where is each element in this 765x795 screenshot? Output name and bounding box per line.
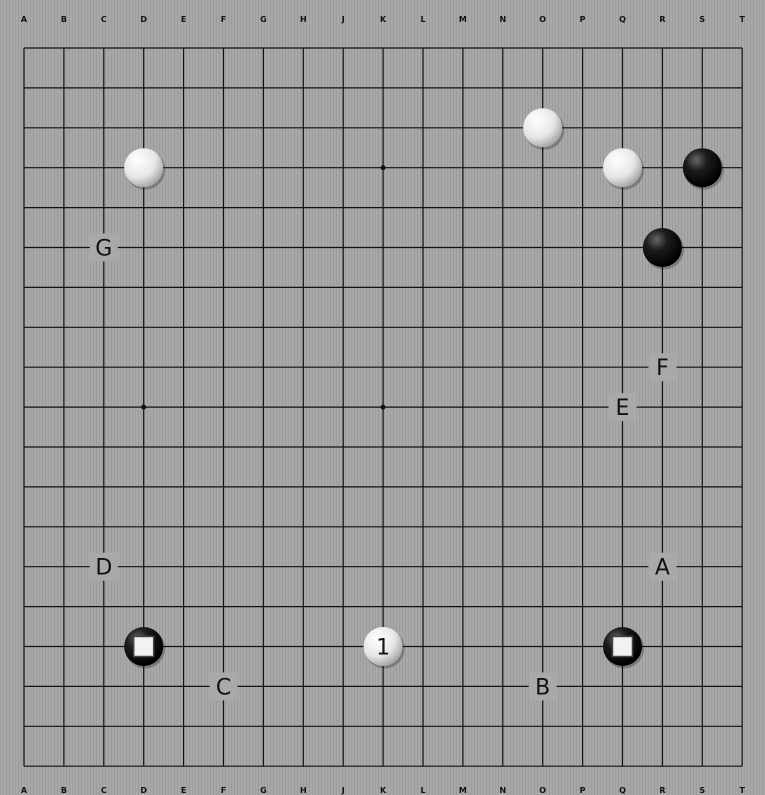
white-stone-body <box>124 148 163 187</box>
column-coordinate: P <box>580 15 586 24</box>
column-coordinate: L <box>420 786 425 795</box>
column-coordinate: T <box>739 786 745 795</box>
point-label-b[interactable]: B <box>535 675 550 700</box>
white-stone-body <box>603 148 642 187</box>
column-coordinate: K <box>380 15 387 24</box>
column-coordinate: G <box>260 786 267 795</box>
star-point <box>141 405 146 410</box>
column-coordinate: C <box>101 15 107 24</box>
column-coordinate: A <box>21 15 28 24</box>
column-coordinate: M <box>459 15 467 24</box>
square-marker <box>134 637 154 657</box>
move-number: 1 <box>376 636 390 661</box>
column-coordinate: C <box>101 786 107 795</box>
column-coordinate: F <box>221 15 226 24</box>
column-coordinate: G <box>260 15 267 24</box>
white-stone-body <box>523 108 562 147</box>
column-coordinate: S <box>699 786 705 795</box>
column-coordinate: L <box>420 15 425 24</box>
point-label-f[interactable]: F <box>656 356 669 381</box>
column-coordinate: N <box>499 15 506 24</box>
column-coordinate: S <box>699 15 705 24</box>
point-label-c[interactable]: C <box>216 675 231 700</box>
point-label-d[interactable]: D <box>95 556 112 581</box>
column-coordinate: B <box>61 15 67 24</box>
column-coordinate: J <box>341 15 345 24</box>
column-coordinate: Q <box>619 786 626 795</box>
column-coordinate: B <box>61 786 67 795</box>
column-coordinate: R <box>659 15 665 24</box>
star-point <box>381 405 386 410</box>
column-coordinate: H <box>300 786 307 795</box>
column-coordinate: J <box>341 786 345 795</box>
column-coordinate: F <box>221 786 226 795</box>
point-label-g[interactable]: G <box>95 237 112 262</box>
square-marker <box>613 637 633 657</box>
column-coordinate: O <box>539 786 546 795</box>
column-coordinate: T <box>739 15 745 24</box>
column-coordinate: M <box>459 786 467 795</box>
point-label-e[interactable]: E <box>616 396 630 421</box>
column-coordinate: A <box>21 786 28 795</box>
column-coordinate: Q <box>619 15 626 24</box>
column-coordinate: E <box>181 15 186 24</box>
black-stone-body <box>643 228 682 267</box>
black-stone-body <box>683 148 722 187</box>
star-point <box>381 165 386 170</box>
column-coordinate: H <box>300 15 307 24</box>
column-coordinate: K <box>380 786 387 795</box>
column-coordinate: O <box>539 15 546 24</box>
column-coordinate: D <box>140 15 147 24</box>
column-coordinate: E <box>181 786 186 795</box>
column-coordinate: R <box>659 786 665 795</box>
column-coordinate: D <box>140 786 147 795</box>
point-label-a[interactable]: A <box>655 556 670 581</box>
column-coordinate: P <box>580 786 586 795</box>
column-coordinate: N <box>499 786 506 795</box>
